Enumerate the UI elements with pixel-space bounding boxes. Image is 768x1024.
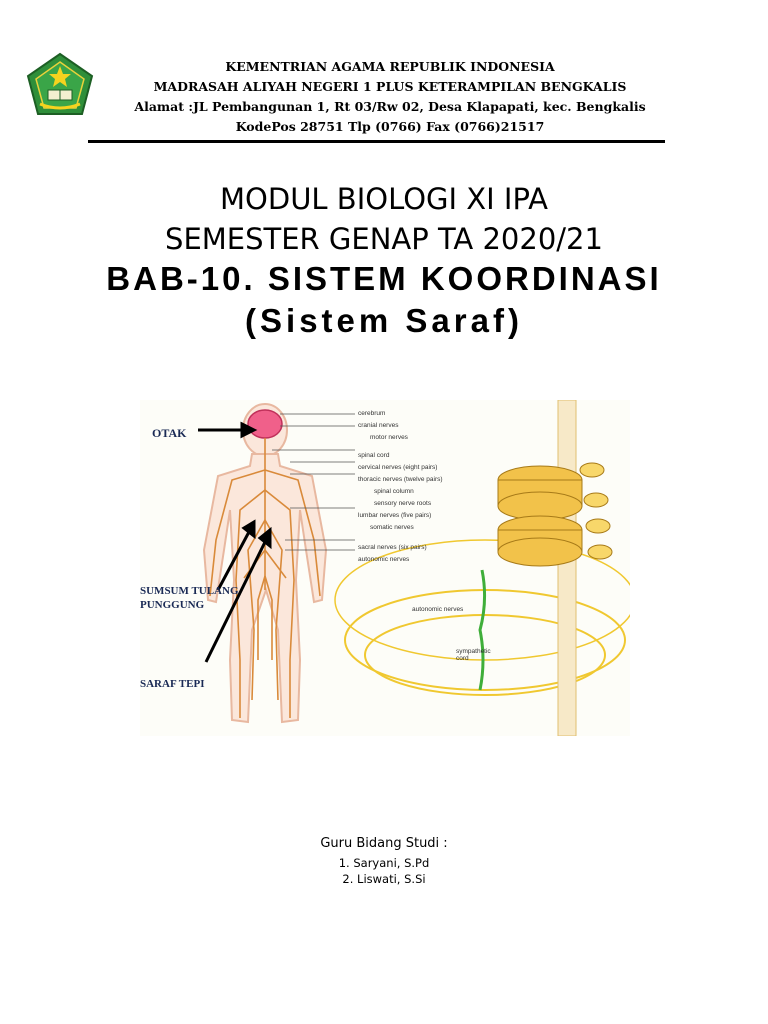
school-address: Alamat :JL Pembangunan 1, Rt 03/Rw 02, D… — [134, 99, 646, 114]
spinal-column-drawing — [334, 399, 636, 737]
label-cranial-nerves: cranial nerves — [358, 422, 399, 429]
label-peripheral-nerve: SARAF TEPI — [140, 678, 205, 690]
brain-icon — [247, 409, 283, 439]
chapter-subtitle: (Sistem Saraf) — [245, 302, 523, 339]
teacher-item-2: 2. Liswati, S.Si — [342, 872, 426, 886]
label-brain: OTAK — [152, 426, 187, 440]
nerve-network — [209, 438, 321, 718]
pointer-arrows — [198, 421, 272, 663]
ministry-emblem-icon — [26, 52, 94, 116]
label-cervical-nerves: cervical nerves (eight pairs) — [358, 464, 438, 471]
letterhead-divider — [88, 140, 665, 143]
label-somatic-nerves: somatic nerves — [370, 524, 414, 531]
label-spinal-column: spinal column — [374, 488, 414, 495]
module-title: MODUL BIOLOGI XI IPA — [220, 182, 548, 216]
nervous-system-illustration: OTAK SUMSUM TULANG PUNGGUNG SARAF TEPI c… — [140, 399, 636, 737]
letterhead-text: KEMENTRIAN AGAMA REPUBLIK INDONESIA MADR… — [100, 57, 680, 137]
semester-title: SEMESTER GENAP TA 2020/21 — [165, 222, 603, 256]
nervous-system-drawing — [198, 399, 636, 737]
label-spinal-cord-1: SUMSUM TULANG — [140, 585, 239, 597]
label-lumbar-nerves: lumbar nerves (five pairs) — [358, 512, 432, 519]
school-name: MADRASAH ALIYAH NEGERI 1 PLUS KETERAMPIL… — [153, 79, 627, 94]
letterhead: KEMENTRIAN AGAMA REPUBLIK INDONESIA MADR… — [0, 0, 768, 160]
label-spinal-cord-2: PUNGGUNG — [140, 599, 205, 611]
school-contact: KodePos 28751 Tlp (0766) Fax (0766)21517 — [235, 119, 545, 134]
label-thoracic-nerves: thoracic nerves (twelve pairs) — [358, 476, 443, 483]
label-sympathetic-cord: sympathetic cord — [456, 648, 491, 662]
anatomy-labels: cerebrum cranial nerves motor nerves spi… — [358, 408, 443, 566]
label-autonomic-nerves-lower: autonomic nerves — [412, 606, 464, 613]
chapter-title: BAB-10. SISTEM KOORDINASI — [106, 260, 662, 297]
teachers-heading: Guru Bidang Studi : — [320, 836, 448, 851]
sympathetic-cord-line — [478, 569, 487, 691]
label-spinal-cord: spinal cord — [358, 452, 390, 459]
teacher-item-1: 1. Saryani, S.Pd — [338, 856, 430, 870]
label-sensory-nerve-roots: sensory nerve roots — [374, 500, 432, 507]
label-motor-nerves: motor nerves — [370, 434, 408, 441]
label-leader-lines — [272, 413, 355, 551]
label-autonomic-nerves: autonomic nerves — [358, 556, 410, 563]
label-sacral-nerves: sacral nerves (six pairs) — [358, 544, 427, 551]
ministry-name: KEMENTRIAN AGAMA REPUBLIK INDONESIA — [225, 59, 555, 74]
label-cerebrum: cerebrum — [358, 410, 386, 417]
